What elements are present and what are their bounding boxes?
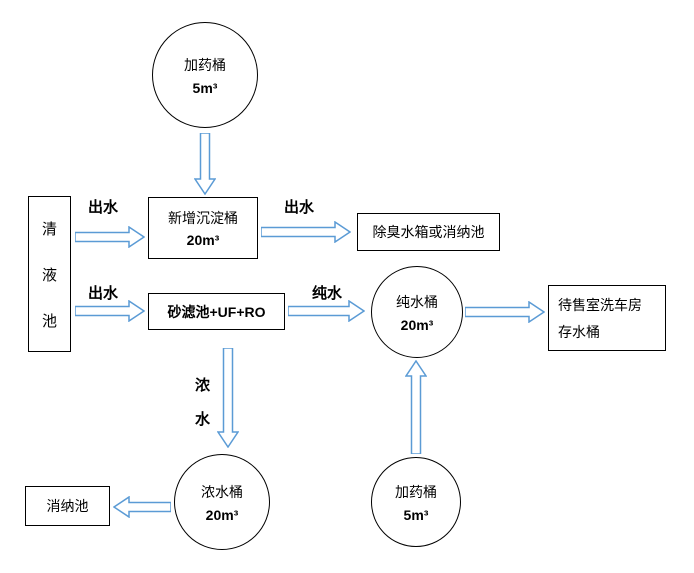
arrow-dosing-bottom-to-pure-tank bbox=[405, 360, 427, 454]
node-dosing-barrel-bottom-label: 加药桶 bbox=[395, 483, 437, 500]
edge-label-outflow-mid: 出水 bbox=[88, 285, 119, 302]
node-concentrate-tank-label: 浓水桶 bbox=[201, 483, 243, 500]
node-storage-barrel: 待售室洗车房 存水桶 bbox=[548, 285, 666, 351]
node-pure-water-tank: 纯水桶 20m³ bbox=[371, 266, 463, 358]
node-dosing-barrel-bottom-volume: 5m³ bbox=[403, 506, 429, 523]
node-sand-filter-uf-ro: 砂滤池+UF+RO bbox=[148, 293, 285, 330]
edge-label-concentrate-char1: 浓 bbox=[195, 377, 211, 394]
edge-label-outflow-top-left: 出水 bbox=[88, 199, 119, 216]
node-sedimentation-barrel-volume: 20m³ bbox=[186, 232, 220, 248]
edge-label-pure-water: 纯水 bbox=[312, 285, 343, 302]
node-disposal-pool: 消纳池 bbox=[25, 486, 110, 526]
node-pure-water-tank-label: 纯水桶 bbox=[396, 293, 438, 310]
node-dosing-barrel-top-label: 加药桶 bbox=[184, 56, 226, 73]
node-disposal-pool-label: 消纳池 bbox=[46, 498, 89, 514]
edge-label-concentrate-char2: 水 bbox=[195, 411, 211, 428]
node-deodor-tank-label: 除臭水箱或消纳池 bbox=[372, 224, 485, 240]
clear-pool-char-3: 池 bbox=[41, 312, 57, 330]
arrow-clear-pool-to-sand-filter bbox=[75, 300, 145, 322]
node-sedimentation-barrel-label: 新增沉淀桶 bbox=[168, 210, 238, 226]
arrow-sand-filter-to-pure-tank bbox=[288, 300, 365, 322]
node-sedimentation-barrel: 新增沉淀桶 20m³ bbox=[148, 197, 258, 259]
node-deodor-tank: 除臭水箱或消纳池 bbox=[357, 213, 500, 251]
arrow-clear-pool-to-sedimentation bbox=[75, 226, 145, 248]
arrow-concentrate-tank-to-disposal bbox=[113, 496, 171, 518]
arrow-pure-tank-to-storage bbox=[465, 301, 545, 323]
edge-label-outflow-top-right: 出水 bbox=[284, 199, 315, 216]
clear-pool-char-1: 清 bbox=[41, 220, 57, 238]
node-sand-filter-uf-ro-label: 砂滤池+UF+RO bbox=[167, 303, 266, 320]
node-dosing-barrel-bottom: 加药桶 5m³ bbox=[371, 457, 461, 547]
arrow-sedimentation-to-deodor bbox=[261, 221, 351, 243]
clear-pool-char-2: 液 bbox=[41, 266, 57, 284]
node-concentrate-tank: 浓水桶 20m³ bbox=[174, 454, 270, 550]
node-dosing-barrel-top: 加药桶 5m³ bbox=[152, 22, 258, 128]
node-dosing-barrel-top-volume: 5m³ bbox=[192, 79, 218, 96]
node-concentrate-tank-volume: 20m³ bbox=[205, 506, 239, 523]
node-storage-barrel-line1: 待售室洗车房 bbox=[558, 296, 642, 313]
node-storage-barrel-line2: 存水桶 bbox=[558, 323, 600, 340]
node-pure-water-tank-volume: 20m³ bbox=[400, 316, 434, 333]
arrow-dosing-top-to-sedimentation bbox=[194, 133, 216, 195]
arrow-sand-filter-to-concentrate-tank bbox=[217, 348, 239, 448]
node-clear-liquid-pool: 清 液 池 bbox=[28, 196, 71, 352]
